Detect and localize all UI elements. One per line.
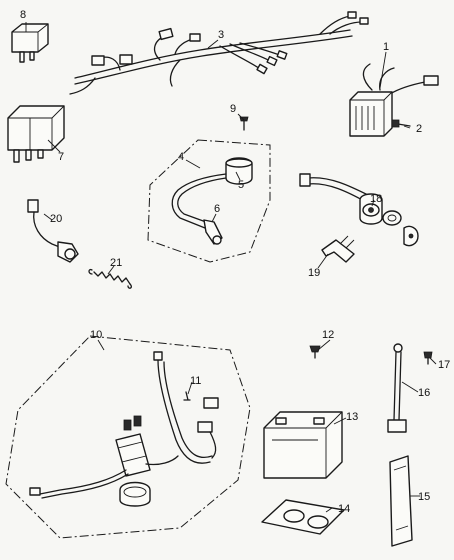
callout-17: 17 — [438, 359, 450, 371]
callout-12: 12 — [322, 329, 334, 341]
battery-pad-part — [261, 499, 345, 535]
callout-14: 14 — [338, 503, 350, 515]
group-4-outline — [147, 139, 271, 263]
callout-7: 7 — [58, 151, 64, 163]
ignition-coil-part — [171, 157, 253, 229]
group-10-outline — [5, 335, 251, 539]
callout-3: 3 — [218, 29, 224, 41]
neutral-switch-part — [27, 199, 79, 263]
callout-11: 11 — [190, 375, 201, 387]
callout-18: 18 — [370, 193, 382, 205]
callout-2: 2 — [416, 123, 422, 135]
callout-8: 8 — [20, 9, 26, 21]
callout-13: 13 — [346, 411, 358, 423]
callout-19: 19 — [308, 267, 320, 279]
bracket-19-part — [321, 235, 355, 263]
battery-cable-part — [387, 343, 407, 433]
relay-small-part — [11, 23, 49, 63]
starter-cable-part — [153, 351, 219, 464]
spark-plug-cap-part — [203, 219, 223, 245]
callout-15: 15 — [418, 491, 430, 503]
callout-10: 10 — [90, 329, 102, 341]
callout-4: 4 — [178, 151, 184, 163]
spring-part — [88, 268, 133, 289]
callout-16: 16 — [418, 387, 430, 399]
battery-part — [263, 411, 343, 479]
callout-5: 5 — [238, 179, 244, 191]
screw-9-part — [239, 116, 249, 131]
leader-lines — [25, 22, 437, 513]
battery-strap-part — [389, 455, 413, 547]
callout-9: 9 — [230, 103, 236, 115]
callout-21: 21 — [110, 257, 122, 269]
bolt-2-part — [391, 119, 411, 128]
starter-solenoid-part — [29, 415, 179, 507]
bolt-17-part — [423, 351, 433, 365]
callout-1: 1 — [383, 41, 389, 53]
regulator-part — [349, 63, 439, 137]
callout-6: 6 — [214, 203, 220, 215]
ignition-switch-part — [299, 173, 419, 247]
bolt-12-part — [309, 345, 321, 359]
starter-relay-part — [7, 105, 65, 163]
callout-20: 20 — [50, 213, 62, 225]
wire-harness-part — [69, 11, 369, 95]
